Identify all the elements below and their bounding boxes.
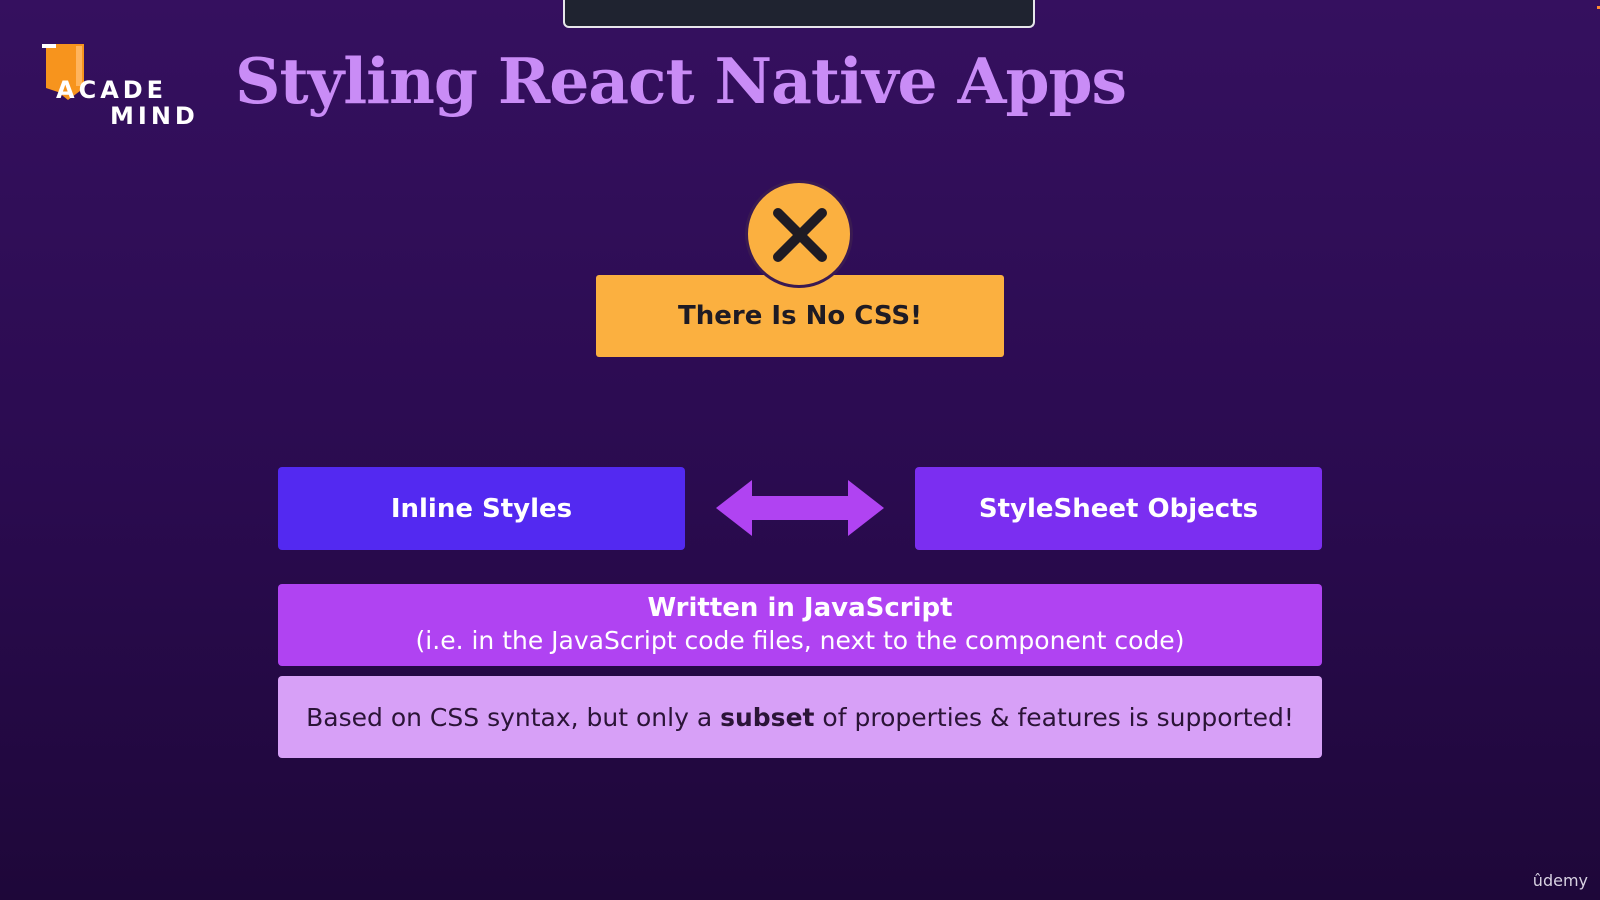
inline-styles-label: Inline Styles xyxy=(390,493,573,524)
note-suffix: of properties & features is supported! xyxy=(814,702,1294,732)
academind-logo: ACADE MIND xyxy=(40,40,195,130)
slide-title: Styling React Native Apps xyxy=(235,44,1127,118)
close-icon-badge xyxy=(745,180,853,288)
close-icon xyxy=(773,208,827,262)
logo-text-line1: ACADE xyxy=(56,76,168,104)
note-prefix: Based on CSS syntax, but only a xyxy=(306,702,721,732)
written-subtitle: (i.e. in the JavaScript code files, next… xyxy=(415,626,1185,655)
written-in-javascript-box: Written in JavaScript (i.e. in the JavaS… xyxy=(278,584,1322,666)
udemy-watermark: ûdemy xyxy=(1532,871,1588,890)
no-css-callout: There Is No CSS! xyxy=(596,275,1004,357)
logo-book-icon xyxy=(42,44,84,100)
logo-text-line2: MIND xyxy=(110,102,199,130)
written-title: Written in JavaScript xyxy=(647,593,953,623)
stylesheet-objects-box: StyleSheet Objects xyxy=(915,467,1322,550)
note-emphasis: subset xyxy=(720,702,815,732)
no-css-label: There Is No CSS! xyxy=(678,301,922,331)
top-overlay-panel xyxy=(563,0,1035,28)
stylesheet-objects-label: StyleSheet Objects xyxy=(978,493,1259,524)
double-arrow-icon xyxy=(716,480,884,536)
css-subset-note: Based on CSS syntax, but only a subset o… xyxy=(278,676,1322,758)
inline-styles-box: Inline Styles xyxy=(278,467,685,550)
corner-dot xyxy=(1597,6,1600,9)
